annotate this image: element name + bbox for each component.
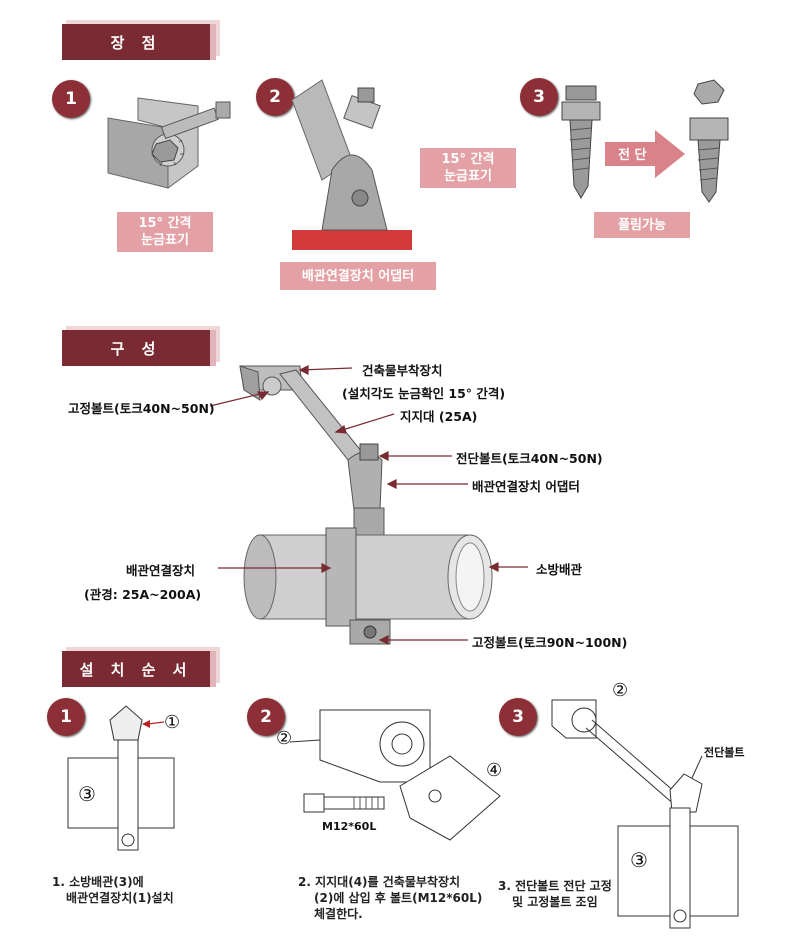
feature-tag-graduation-2: 15° 간격 눈금표기 [420, 148, 516, 188]
install-number-3: 3 [499, 698, 537, 736]
step2-bolt-spec: M12*60L [322, 820, 377, 833]
section-header-install: 설 치 순 서 [62, 651, 216, 687]
adapter-illustration [291, 79, 412, 250]
label-shear-bolt: 전단볼트(토크40N~50N) [456, 451, 603, 466]
step3-callout-3: ③ [630, 848, 648, 872]
step1-callout-3: ③ [78, 782, 96, 806]
step2-callout-4: ④ [486, 760, 503, 781]
label-mount-note: (설치각도 눈금확인 15° 간격) [342, 386, 506, 401]
step1-caption: 1. 소방배관(3)에 배관연결장치(1)설치 [52, 875, 174, 905]
label-adapter: 배관연결장치 어댑터 [472, 479, 580, 494]
feature-tag-reusable: 풀림가능 [594, 212, 690, 238]
label-fire-pipe: 소방배관 [536, 562, 583, 577]
label-fix-bolt-bottom: 고정볼트(토크90N~100N) [472, 635, 628, 650]
section-header-features: 장 점 [62, 24, 216, 60]
feature-number-3: 3 [520, 78, 558, 116]
shear-arrow-shape [605, 130, 685, 178]
step2-callout-2: ② [276, 728, 293, 749]
step2-drawing [289, 709, 501, 841]
step3-shear-bolt: 전단볼트 [704, 746, 745, 759]
shear-bolt-after-illustration [689, 79, 729, 203]
shear-bolt-before-illustration [561, 85, 601, 199]
feature-number-1: 1 [52, 80, 90, 118]
section-title: 구 성 [110, 339, 162, 358]
step3-caption: 3. 전단볼트 전단 고정 및 고정볼트 조임 [498, 879, 612, 909]
step1-callout-1: ① [164, 712, 181, 733]
shear-label: 전 단 [618, 148, 647, 163]
section-title: 장 점 [110, 33, 162, 52]
section-title: 설 치 순 서 [79, 660, 193, 679]
label-fix-bolt-top: 고정볼트(토크40N~50N) [68, 401, 215, 416]
step3-callout-2: ② [612, 680, 629, 701]
feature-tag-graduation: 15° 간격 눈금표기 [117, 212, 213, 252]
install-number-2: 2 [247, 698, 285, 736]
section-header-components: 구 성 [62, 330, 216, 366]
bracket-illustration [107, 97, 231, 189]
step1-drawing [67, 705, 175, 851]
label-pipe-size: (관경: 25A~200A) [84, 587, 202, 602]
step3-drawing [551, 699, 739, 929]
label-mount: 건축물부착장치 [362, 363, 443, 378]
feature-tag-adapter: 배관연결장치 어댑터 [280, 262, 436, 290]
label-pipe-clamp: 배관연결장치 [126, 563, 196, 578]
install-number-1: 1 [47, 698, 85, 736]
step2-caption: 2. 지지대(4)를 건축물부착장치 (2)에 삽입 후 볼트(M12*60L)… [298, 875, 483, 921]
assembly-illustration [239, 365, 493, 645]
label-brace: 지지대 (25A) [400, 409, 478, 424]
feature-number-2: 2 [256, 78, 294, 116]
